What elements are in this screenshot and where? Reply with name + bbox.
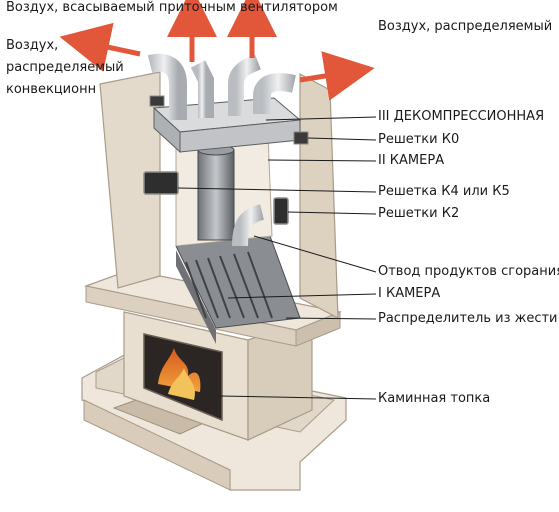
label-firebox: Каминная топка xyxy=(378,391,491,406)
upper-pipes xyxy=(147,53,296,120)
label-air-convection-line1: Воздух, xyxy=(6,38,59,53)
air-flow-arrows xyxy=(59,0,375,101)
grille-k4-k5 xyxy=(143,171,179,195)
label-chamber-2: II КАМЕРА xyxy=(378,153,445,168)
label-distributor: Распределитель из жести xyxy=(378,311,558,326)
label-grille-k4-k5: Решетка К4 или К5 xyxy=(378,184,510,199)
firebox-opening xyxy=(143,333,223,422)
grille-k2 xyxy=(273,197,289,225)
label-flue-outlet: Отвод продуктов сгорания xyxy=(378,264,559,279)
grille-k0-left xyxy=(149,95,165,107)
grille-k0-right xyxy=(293,131,309,145)
label-grille-k0: Решетки К0 xyxy=(378,132,460,147)
label-air-convection-line3: конвекционн xyxy=(6,82,97,97)
leader-lines xyxy=(177,116,377,400)
upper-casing xyxy=(99,71,339,320)
label-air-convection-line2: распределяемый xyxy=(6,60,124,75)
label-air-intake: Воздух, всасываемый приточным вентилятор… xyxy=(6,0,338,15)
label-chamber-3: III ДЕКОМПРЕССИОННАЯ xyxy=(378,109,545,124)
label-chamber-1: I КАМЕРА xyxy=(378,286,441,301)
distributor-fins xyxy=(185,251,273,319)
label-air-distributed: Воздух, распределяемый xyxy=(378,19,553,34)
label-grille-k2: Решетки К2 xyxy=(378,206,460,221)
lower-elbows xyxy=(178,204,265,247)
